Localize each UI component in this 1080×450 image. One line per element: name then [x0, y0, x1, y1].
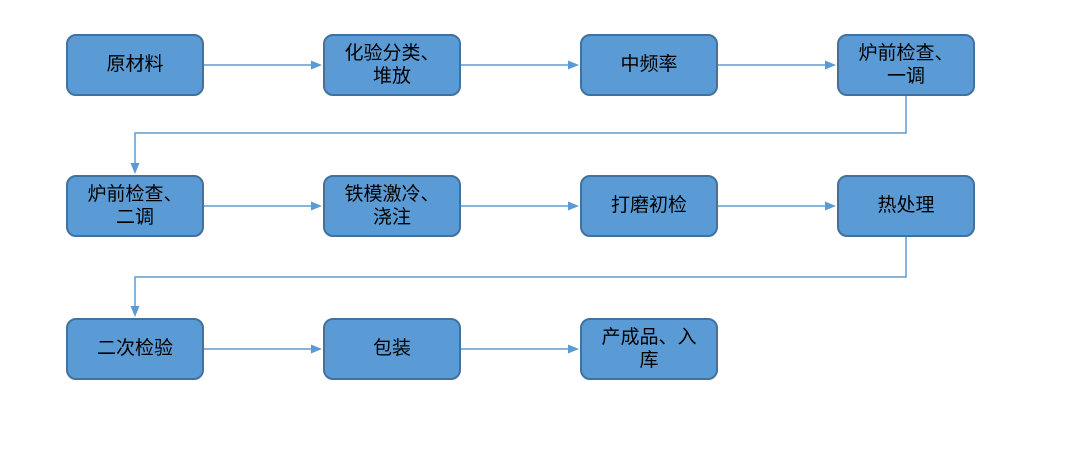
flow-node-raw-material: 原材料 — [66, 34, 204, 96]
flow-node-raw-material-label: 原材料 — [106, 53, 164, 76]
flow-node-heat-treatment: 热处理 — [837, 175, 975, 237]
flow-node-medium-frequency-label: 中频率 — [620, 53, 678, 76]
edge-iron-mold-to-grinding-arrowhead — [568, 201, 579, 211]
edge-lab-to-medium-frequency-arrowhead — [568, 60, 579, 70]
edge-medium-frequency-to-furnace-first-arrowhead — [825, 60, 836, 70]
flow-node-finished-product-storage-label: 产成品、入 库 — [601, 325, 697, 371]
flow-node-finished-product-storage: 产成品、入 库 — [580, 318, 718, 380]
flow-node-furnace-inspection-first-adjust: 炉前检查、 一调 — [837, 34, 975, 96]
edge-raw-material-to-lab-arrowhead — [311, 60, 322, 70]
edge-heat-treatment-to-secondary-arrowhead — [130, 306, 140, 317]
flow-node-secondary-inspection: 二次检验 — [66, 318, 204, 380]
flow-node-furnace-inspection-second-adjust: 炉前检查、 二调 — [66, 175, 204, 237]
flow-node-medium-frequency: 中频率 — [580, 34, 718, 96]
edge-furnace-first-to-furnace-second-arrowhead — [130, 163, 140, 174]
flow-node-furnace-inspection-second-adjust-label: 炉前检查、 二调 — [87, 182, 183, 228]
edge-packaging-to-finished-arrowhead — [568, 344, 579, 354]
flow-node-lab-classification-stacking: 化验分类、 堆放 — [323, 34, 461, 96]
flow-node-grinding-initial-inspection: 打磨初检 — [580, 175, 718, 237]
flow-node-furnace-inspection-first-adjust-label: 炉前检查、 一调 — [858, 41, 954, 87]
flow-node-packaging: 包装 — [323, 318, 461, 380]
flow-node-grinding-initial-inspection-label: 打磨初检 — [610, 194, 687, 217]
flow-node-packaging-label: 包装 — [372, 337, 411, 360]
flow-node-secondary-inspection-label: 二次检验 — [96, 337, 173, 360]
edge-furnace-first-to-furnace-second-line — [134, 96, 907, 164]
flow-node-iron-mold-chilling-pouring: 铁模激冷、 浇注 — [323, 175, 461, 237]
flow-node-iron-mold-chilling-pouring-label: 铁模激冷、 浇注 — [344, 182, 440, 228]
edge-secondary-to-packaging-arrowhead — [311, 344, 322, 354]
edge-furnace-second-to-iron-mold-arrowhead — [311, 201, 322, 211]
edge-heat-treatment-to-secondary-line — [134, 237, 907, 307]
flow-node-lab-classification-stacking-label: 化验分类、 堆放 — [344, 41, 440, 87]
edge-grinding-to-heat-treatment-arrowhead — [825, 201, 836, 211]
flow-node-heat-treatment-label: 热处理 — [877, 194, 935, 217]
